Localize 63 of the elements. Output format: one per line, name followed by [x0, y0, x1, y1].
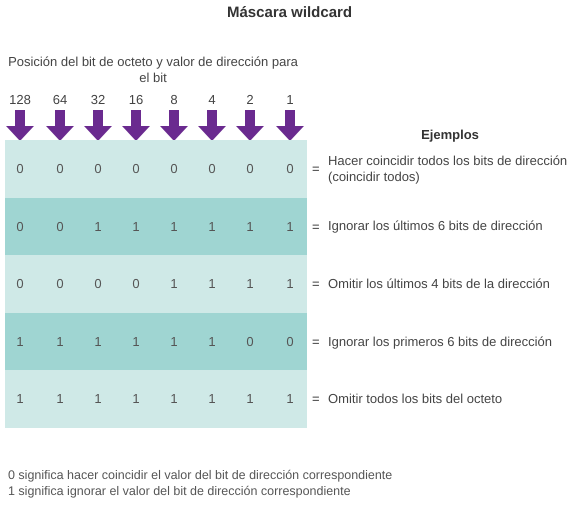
- bit-weight: 32: [90, 92, 106, 107]
- bit-value: 0: [93, 161, 103, 176]
- bit-weight: 128: [8, 92, 32, 107]
- bit-value: 1: [93, 334, 103, 349]
- bit-value: 1: [15, 334, 25, 349]
- bit-value: 1: [169, 334, 179, 349]
- example-description: Ignorar los primeros 6 bits de dirección: [328, 334, 553, 350]
- equals-sign: =: [312, 391, 320, 406]
- example-description: Omitir los últimos 4 bits de la dirección: [328, 276, 551, 292]
- bit-value: 1: [131, 391, 141, 406]
- column-heading: Ejemplos: [420, 127, 480, 142]
- bit-value: 1: [131, 218, 141, 234]
- bit-value: 1: [207, 391, 217, 406]
- bit-value: 1: [131, 334, 141, 349]
- footnote: 0 significa hacer coincidir el valor del bit de dirección correspondiente: [8, 468, 392, 482]
- equals-sign: =: [312, 334, 320, 349]
- bit-value: 1: [245, 391, 255, 406]
- diagram-title: Máscara wildcard: [226, 4, 354, 21]
- bit-weight: 64: [52, 92, 68, 107]
- bit-value: 1: [285, 391, 295, 406]
- bit-value: 1: [55, 391, 65, 406]
- example-description: Ignorar los últimos 6 bits de dirección: [328, 218, 544, 234]
- bit-value: 0: [131, 161, 141, 176]
- equals-sign: =: [312, 218, 320, 234]
- bit-weight: 16: [128, 92, 144, 107]
- bit-value: 0: [245, 161, 255, 176]
- equals-sign: =: [312, 276, 320, 292]
- bit-value: 1: [285, 276, 295, 292]
- bit-value: 0: [285, 161, 295, 176]
- bit-value: 1: [169, 276, 179, 292]
- bit-value: 0: [55, 161, 65, 176]
- bit-value: 0: [55, 218, 65, 234]
- bit-value: 0: [15, 161, 25, 176]
- bit-value: 1: [245, 276, 255, 292]
- bit-value: 0: [245, 334, 255, 349]
- bit-value: 1: [15, 391, 25, 406]
- bit-value: 1: [93, 391, 103, 406]
- bit-value: 1: [207, 276, 217, 292]
- bit-value: 0: [15, 276, 25, 292]
- bit-value: 1: [55, 334, 65, 349]
- bit-value: 1: [93, 218, 103, 234]
- bit-value: 1: [169, 391, 179, 406]
- bit-value: 0: [15, 218, 25, 234]
- bit-weight: 8: [169, 92, 179, 107]
- bit-weight: 4: [207, 92, 217, 107]
- example-description: Omitir todos los bits del octeto: [328, 391, 504, 408]
- bit-value: 0: [131, 276, 141, 292]
- equals-sign: =: [312, 161, 320, 176]
- bit-value: 0: [169, 161, 179, 176]
- bit-value: 1: [245, 218, 255, 234]
- bit-value: 1: [207, 334, 217, 349]
- bit-weight: 2: [245, 92, 255, 107]
- bit-value: 1: [285, 218, 295, 234]
- bit-value: 1: [207, 218, 217, 234]
- example-description: Hacer coincidir todos los bits de dirección (coincidir todos): [328, 152, 568, 185]
- footnote: 1 significa ignorar el valor del bit de dirección correspondiente: [8, 484, 351, 498]
- axis-caption: Posición del bit de octeto y valor de dirección para el bit: [7, 54, 299, 86]
- bit-weight: 1: [285, 92, 295, 107]
- bit-value: 1: [169, 218, 179, 234]
- bit-value: 0: [207, 161, 217, 176]
- bit-value: 0: [55, 276, 65, 292]
- bit-value: 0: [93, 276, 103, 292]
- bit-value: 0: [285, 334, 295, 349]
